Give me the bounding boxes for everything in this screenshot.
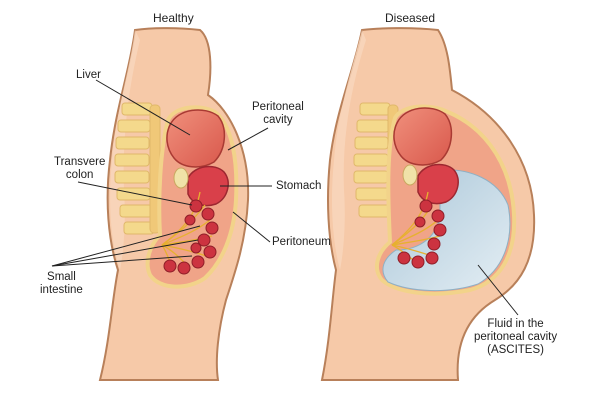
leader-peritoneum	[232, 211, 271, 243]
leader-small-intestine-3	[51, 255, 193, 267]
diseased-body	[320, 27, 536, 381]
label-liver: Liver	[76, 69, 101, 81]
diseased-stomach	[417, 163, 459, 205]
healthy-small-intestine	[163, 199, 219, 275]
diseased-small-intestine	[397, 199, 447, 269]
label-transverse-colon: Transvere colon	[54, 156, 106, 181]
label-peritoneal-cavity: Peritoneal cavity	[252, 101, 304, 126]
label-stomach: Stomach	[276, 180, 322, 192]
leader-small-intestine-1	[51, 225, 201, 267]
healthy-spine	[114, 102, 161, 235]
leader-peritoneal-cavity	[227, 127, 269, 151]
diseased-liver	[393, 107, 453, 166]
diseased-title: Diseased	[385, 11, 436, 25]
label-small-intestine: Small intestine	[40, 271, 83, 296]
leader-lines	[51, 79, 519, 316]
healthy-liver	[166, 109, 226, 168]
leader-small-intestine-2	[51, 239, 199, 267]
label-fluid-ascites: Fluid in the peritoneal cavity (ASCITES)	[474, 318, 558, 356]
leader-fluid	[477, 264, 519, 316]
label-peritoneum: Peritoneum	[272, 236, 331, 248]
leader-transverse-colon	[77, 181, 193, 206]
healthy-body	[98, 27, 250, 381]
leader-liver	[95, 79, 191, 136]
healthy-title: Healthy	[153, 11, 194, 25]
